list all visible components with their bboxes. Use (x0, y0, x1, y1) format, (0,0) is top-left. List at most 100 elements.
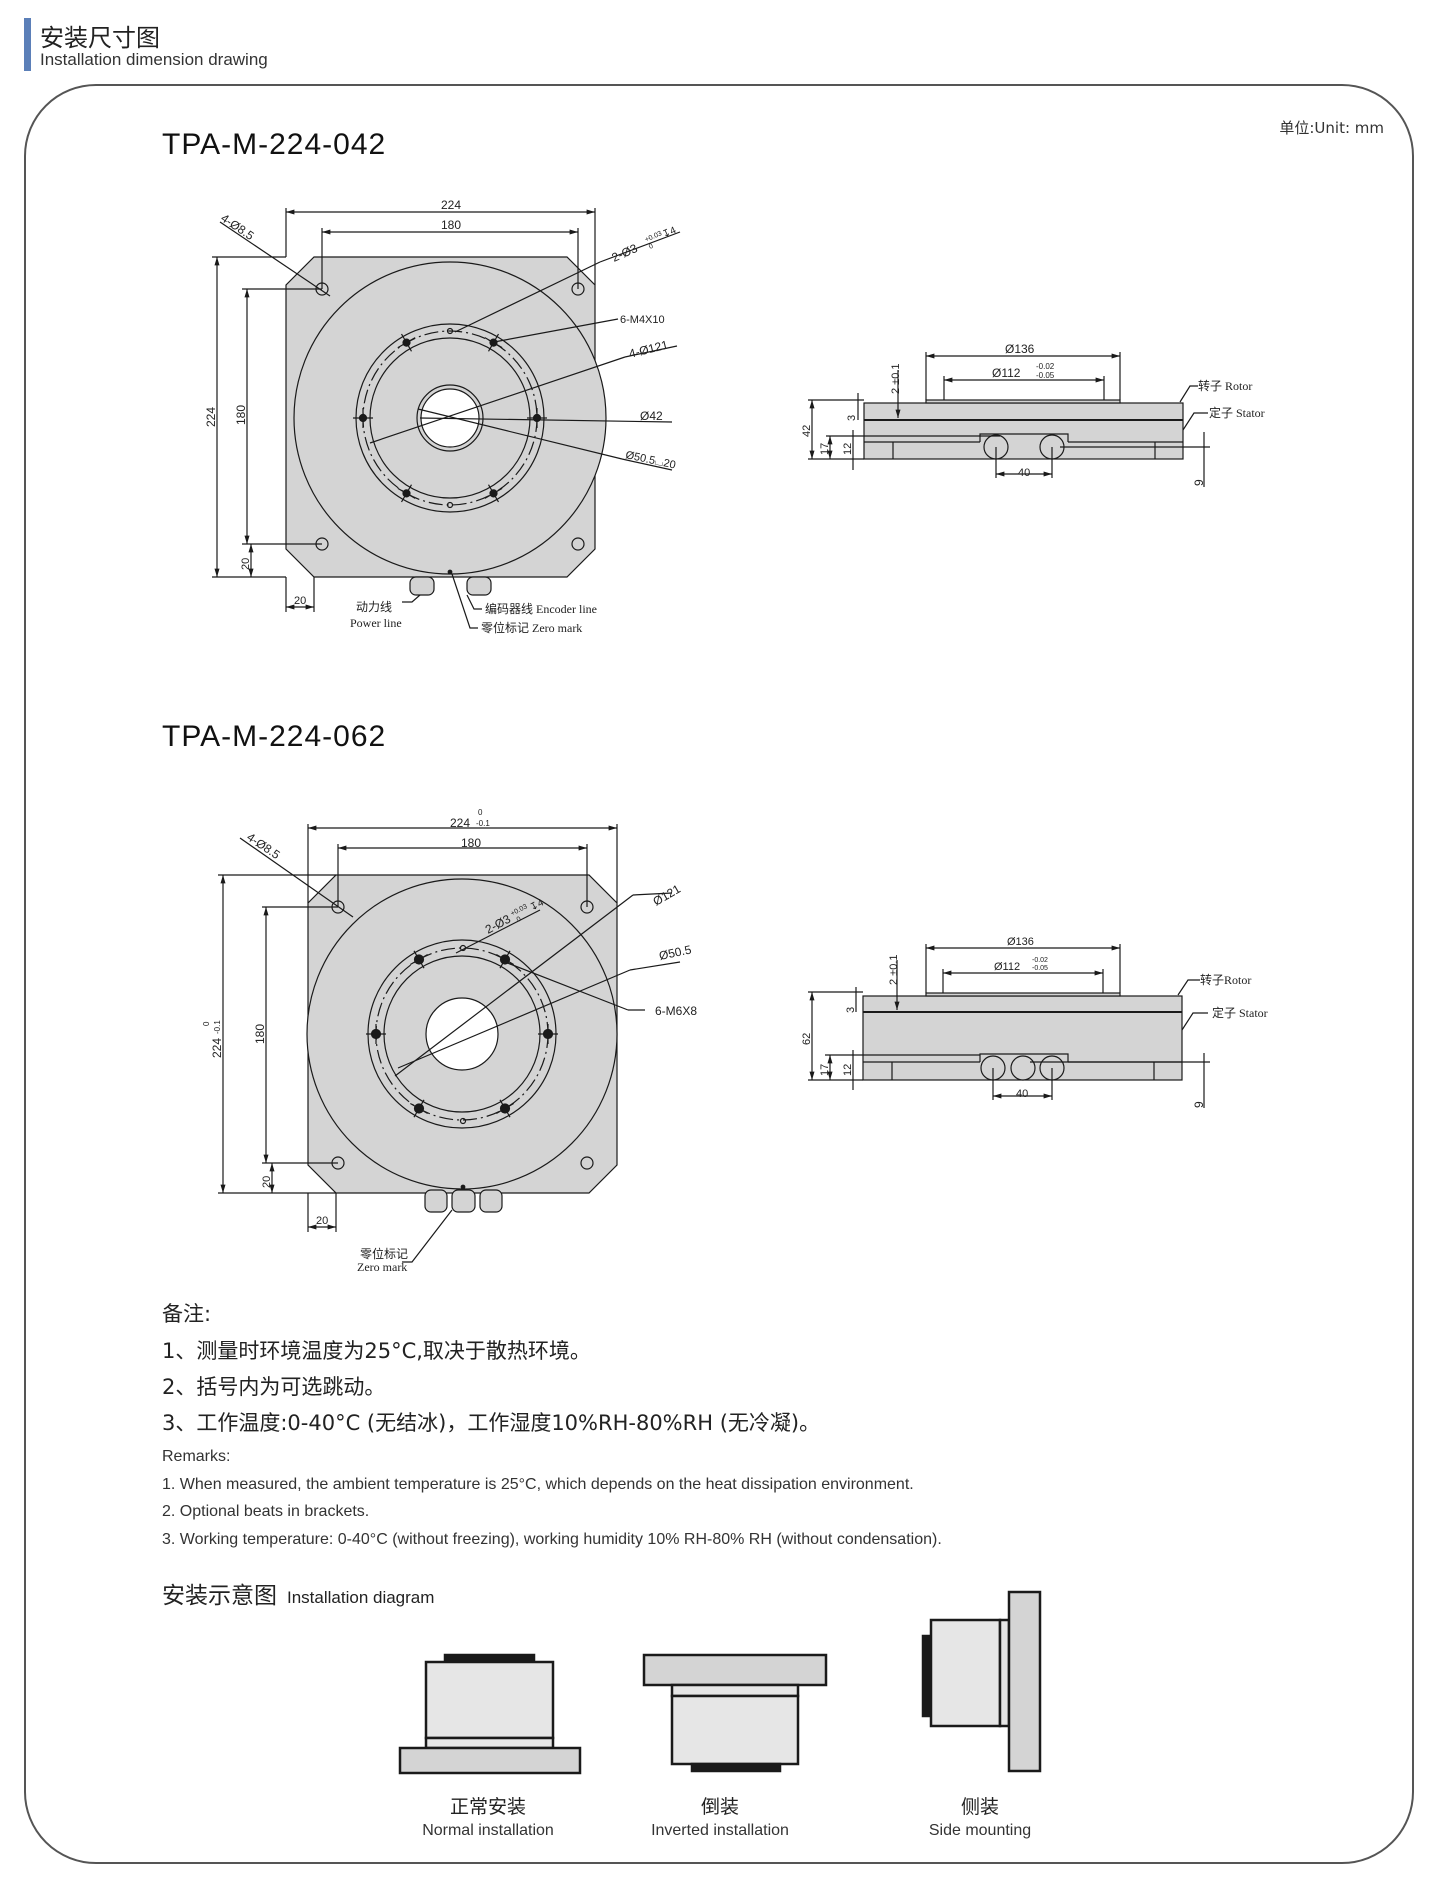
caption-en: Inverted installation (651, 1822, 789, 1839)
note-en-3: 3. Working temperature: 0-40°C (without … (162, 1531, 942, 1548)
install-side-diagram (921, 1590, 1042, 1773)
model-title-062: TPA-M-224-062 (162, 720, 387, 753)
dim-edge-h: 20 (294, 595, 306, 607)
bore (425, 997, 499, 1071)
label-zero-cn: 零位标记 (360, 1246, 408, 1261)
note-cn-3: 3、工作温度:0-40°C (无结冰)，工作湿度10%RH-80%RH (无冷凝… (162, 1411, 821, 1435)
svg-text:-0.02: -0.02 (1036, 362, 1055, 371)
front-view-062 (218, 824, 681, 1263)
dim-d136: Ø136 (1005, 342, 1035, 356)
label-zero-en: Zero mark (357, 1260, 407, 1274)
svg-text:9: 9 (1192, 479, 1206, 486)
label-encoder: 编码器线 Encoder line (485, 601, 597, 616)
connector (479, 1189, 503, 1213)
caption-side: 侧装 Side mounting (860, 1792, 1100, 1840)
caption-en: Side mounting (928, 1822, 1032, 1839)
label-pin: 2-Ø3 (610, 241, 640, 265)
svg-text:↧4: ↧4 (661, 225, 679, 241)
install-normal-diagram (398, 1653, 582, 1775)
content-panel (24, 84, 1414, 1864)
center-mark (496, 1102, 514, 1114)
dim-height-inner: 180 (253, 1024, 267, 1044)
header-accent-bar (24, 18, 31, 71)
center-mark (484, 337, 503, 349)
connector-power (409, 576, 435, 596)
connector (424, 1189, 448, 1213)
installation-title-cn: 安装示意图 (162, 1583, 277, 1609)
svg-text:3: 3 (846, 415, 858, 421)
label-pcd: 4-Ø121 (627, 338, 670, 361)
svg-text:12: 12 (842, 443, 854, 455)
svg-text:20: 20 (261, 1176, 273, 1188)
dim-height-inner: 180 (234, 405, 248, 425)
label-bore: Ø42 (640, 409, 663, 423)
svg-text:20: 20 (316, 1215, 328, 1227)
svg-text:0: 0 (648, 243, 655, 251)
label-rotor: 转子 Rotor (1198, 378, 1252, 393)
label-mount-holes: 4-Ø8.5 (218, 211, 257, 243)
svg-text:9: 9 (1192, 1101, 1206, 1108)
center-mark (496, 954, 514, 966)
caption-inverted: 倒装 Inverted installation (600, 1792, 840, 1840)
label-thread: 6-M6X8 (655, 1004, 697, 1018)
svg-text:0: 0 (202, 1021, 211, 1026)
label-power-en: Power line (350, 616, 402, 630)
note-en-2: 2. Optional beats in brackets. (162, 1503, 370, 1520)
pin-hole (446, 327, 454, 335)
label-pcd: Ø121 (651, 882, 684, 909)
dim-pitch: 40 (1018, 467, 1030, 479)
label-rotor: 转子Rotor (1200, 972, 1251, 987)
install-inverted-diagram (642, 1653, 828, 1773)
label-bore-2: Ø50.5⌴20 (624, 449, 676, 471)
svg-text:0: 0 (478, 808, 483, 817)
unit-label: 单位:Unit: mm (1279, 119, 1384, 137)
front-view-042 (212, 208, 681, 629)
svg-text:3: 3 (845, 1007, 857, 1013)
svg-text:17: 17 (819, 1064, 831, 1076)
svg-text:Ø136: Ø136 (1007, 936, 1034, 948)
dim-width: 224 (450, 816, 470, 830)
note-en-1: 1. When measured, the ambient temperatur… (162, 1476, 914, 1493)
label-power-cn: 动力线 (356, 600, 392, 614)
connector-encoder (466, 576, 492, 596)
dim-rotor-gap: 2 ±0.1 (890, 363, 902, 394)
label-bore: Ø50.5 (658, 942, 693, 963)
model-title-042: TPA-M-224-042 (162, 128, 387, 161)
svg-text:2 ±0.1: 2 ±0.1 (888, 954, 900, 985)
installation-title: 安装示意图 Installation diagram (162, 1576, 434, 1610)
note-cn-1: 1、测量时环境温度为25°C,取决于散热环境。 (162, 1339, 591, 1363)
svg-text:-0.1: -0.1 (476, 819, 490, 828)
dim-d112: Ø112 (992, 366, 1021, 380)
label-stator: 定子 Stator (1209, 405, 1265, 420)
dim-height: 224 (210, 1038, 224, 1058)
installation-title-en: Installation diagram (287, 1588, 435, 1607)
page-subtitle: Installation dimension drawing (40, 50, 268, 69)
center-mark (397, 487, 416, 499)
caption-cn: 倒装 (700, 1796, 739, 1818)
caption-cn: 侧装 (960, 1796, 999, 1818)
svg-text:0: 0 (516, 916, 523, 924)
svg-text:-0.1: -0.1 (213, 1020, 222, 1034)
side-view-042 (808, 352, 1210, 487)
svg-text:-0.05: -0.05 (1036, 371, 1055, 380)
notes-title-cn: 备注: (162, 1302, 212, 1326)
center-mark (484, 487, 503, 499)
center-mark (410, 1102, 428, 1114)
caption-en: Normal installation (422, 1822, 554, 1839)
dim-width-inner: 180 (441, 218, 461, 232)
dim-edge-v: 20 (240, 558, 252, 570)
center-mark (397, 337, 416, 349)
page-title: 安装尺寸图 (40, 24, 160, 52)
svg-text:12: 12 (842, 1064, 854, 1076)
dim-width-inner: 180 (461, 836, 481, 850)
label-stator: 定子 Stator (1212, 1005, 1268, 1020)
label-zero-mark: 零位标记 Zero mark (481, 620, 582, 635)
dim-width: 224 (441, 198, 461, 212)
dim-height: 62 (801, 1033, 813, 1045)
svg-text:-0.02: -0.02 (1032, 957, 1048, 964)
label-mount-holes: 4-Ø8.5 (244, 830, 283, 862)
dim-height: 42 (801, 425, 813, 437)
notes-title-en: Remarks: (162, 1448, 231, 1465)
